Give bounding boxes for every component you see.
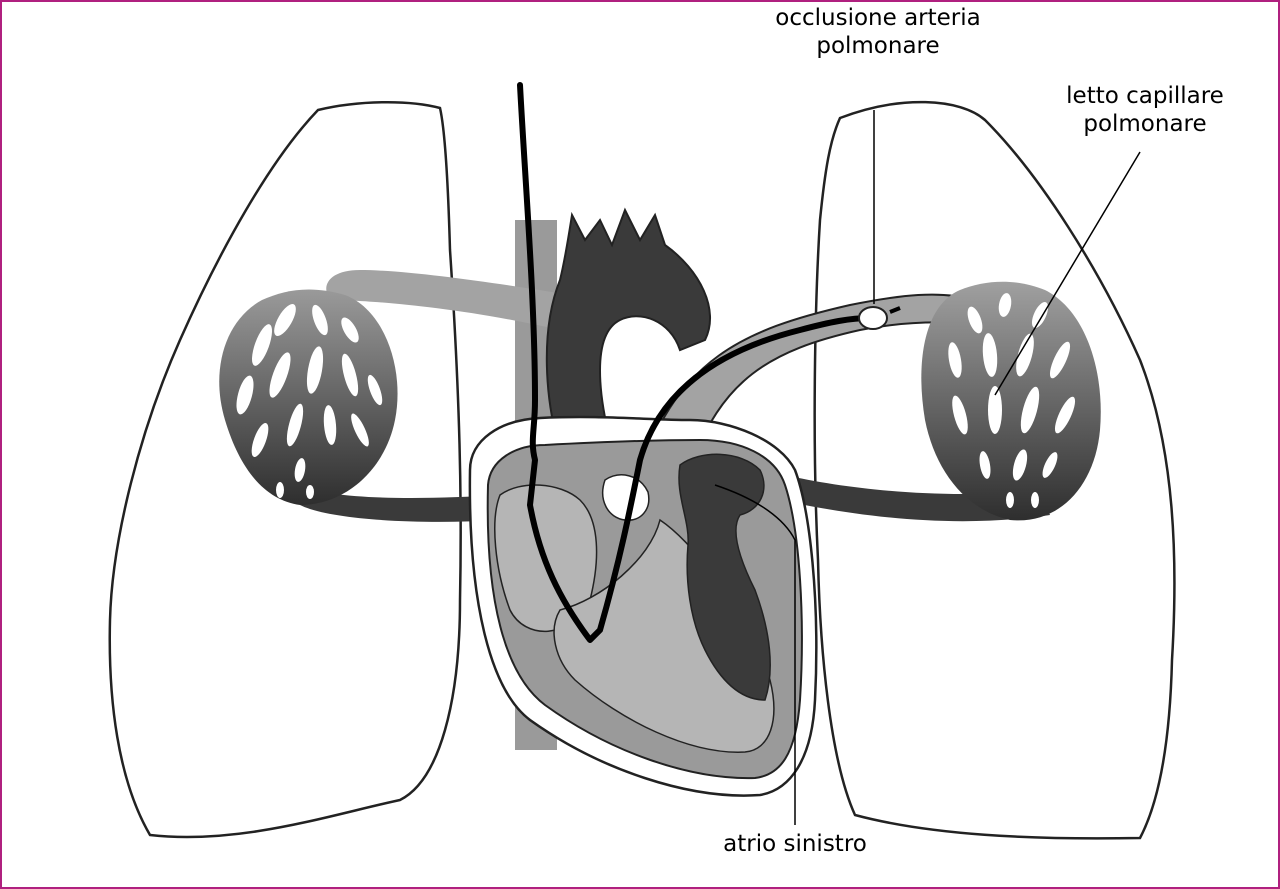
right-capillary-bed	[921, 282, 1100, 521]
occlusion-balloon	[859, 307, 887, 329]
label-atrio-line1: atrio sinistro	[705, 830, 885, 858]
label-occlusione-arteria-polmonare: occlusione arteria polmonare	[748, 4, 1008, 60]
left-capillary-bed	[219, 290, 397, 505]
label-occlusione-line2: polmonare	[748, 32, 1008, 60]
label-letto-line2: polmonare	[1030, 110, 1260, 138]
label-atrio-sinistro: atrio sinistro	[705, 830, 885, 858]
label-letto-capillare-polmonare: letto capillare polmonare	[1030, 82, 1260, 138]
label-letto-line1: letto capillare	[1030, 82, 1260, 110]
label-occlusione-line1: occlusione arteria	[748, 4, 1008, 32]
